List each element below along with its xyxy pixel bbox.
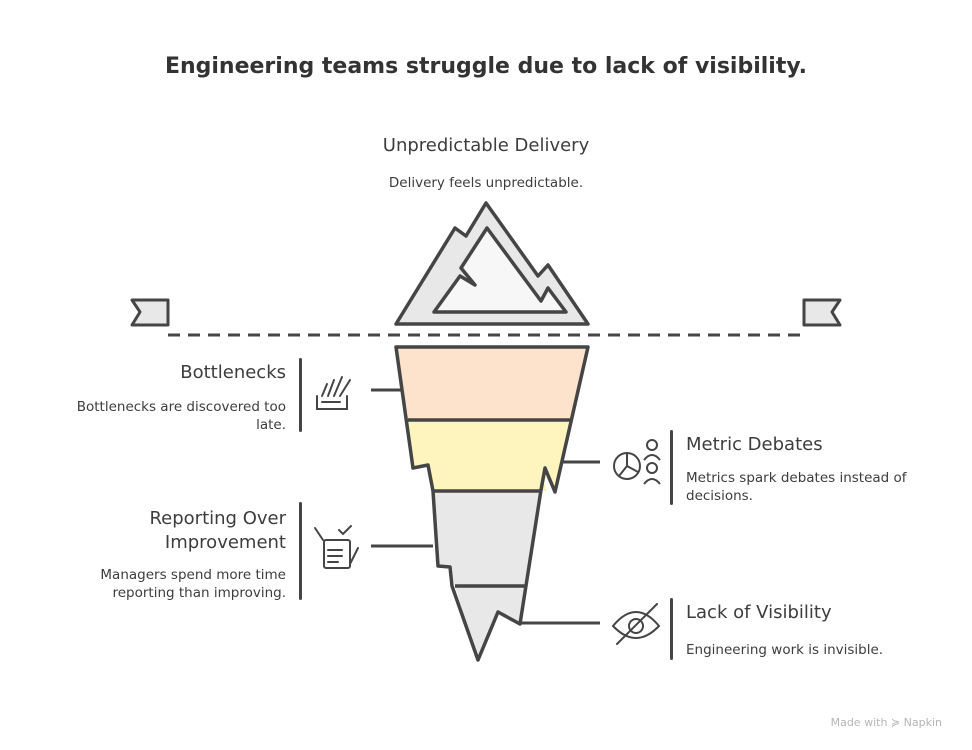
- pie-chart-people-icon: [613, 439, 661, 485]
- napkin-brand: Napkin: [903, 716, 942, 729]
- iceberg-band-1: [408, 420, 571, 492]
- divider-lack-visibility: [670, 598, 673, 660]
- footer-credit: Made with ≽ Napkin: [831, 716, 942, 729]
- made-with-label: Made with: [830, 716, 888, 729]
- right-flag-icon: [802, 298, 842, 327]
- layer-description-reporting: Managers spend more time reporting than …: [100, 567, 286, 601]
- layer-heading-reporting: Reporting Over Improvement: [149, 508, 286, 553]
- tip-description: Delivery feels unpredictable.: [388, 175, 584, 191]
- tip-heading: Unpredictable Delivery: [382, 135, 590, 156]
- layer-description-metric-debates: Metrics spark debates instead of decisio…: [686, 470, 907, 504]
- iceberg-outline: [394, 345, 590, 662]
- eye-slash-icon: [611, 603, 661, 645]
- iceberg-band-2: [433, 491, 541, 586]
- divider-bottlenecks: [299, 358, 302, 432]
- layer-description-lack-visibility: Engineering work is invisible.: [686, 642, 884, 658]
- left-flag-icon: [130, 298, 170, 327]
- signal-box-icon: [316, 376, 351, 410]
- diagram-title: Engineering teams struggle due to lack o…: [164, 54, 808, 79]
- layer-heading-lack-visibility: Lack of Visibility: [686, 602, 832, 623]
- divider-metric-debates: [670, 430, 673, 505]
- divider-reporting: [299, 502, 302, 600]
- layer-description-bottlenecks: Bottlenecks are discovered too late.: [76, 399, 286, 433]
- iceberg-band-0: [396, 347, 588, 420]
- layer-heading-bottlenecks: Bottlenecks: [180, 362, 286, 383]
- report-hands-icon: [314, 525, 359, 569]
- layer-heading-metric-debates: Metric Debates: [686, 434, 823, 455]
- napkin-logo-icon: ≽: [890, 716, 901, 729]
- iceberg-tip: [394, 201, 590, 326]
